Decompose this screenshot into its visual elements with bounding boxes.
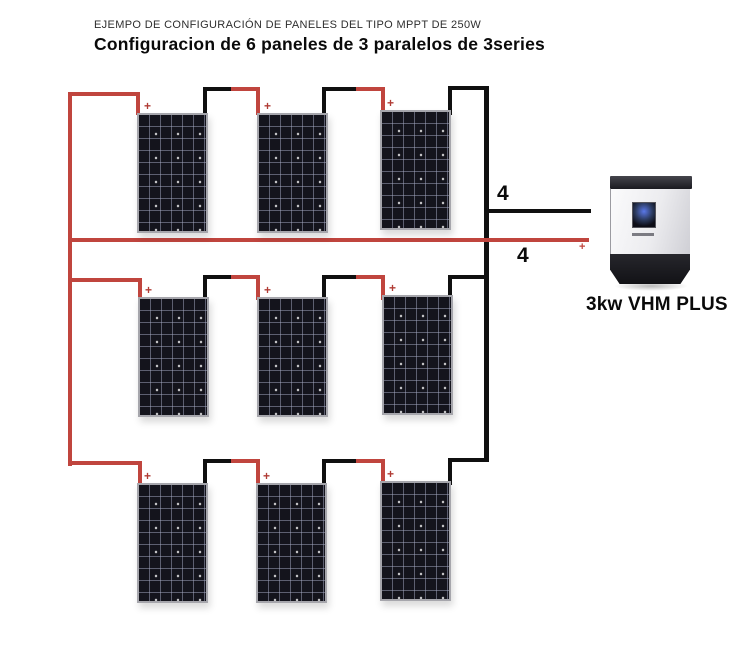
panel-positive-label: + bbox=[387, 96, 395, 110]
solar-panel-r3c1: + bbox=[137, 470, 208, 603]
panel-positive-label: + bbox=[263, 469, 271, 483]
solar-panel-r1c2: + bbox=[257, 100, 328, 233]
inverter-shadow bbox=[614, 281, 688, 291]
solar-panel-r3c2: + bbox=[256, 470, 327, 603]
panel-positive-label: + bbox=[264, 99, 272, 113]
panel-positive-label: + bbox=[145, 283, 153, 297]
panel-positive-label: + bbox=[389, 281, 397, 295]
inverter-caption: 3kw VHM PLUS bbox=[586, 294, 728, 315]
inverter-button-slot bbox=[632, 233, 654, 236]
row2-panel3-black-v bbox=[448, 275, 452, 299]
negative-bus-vertical bbox=[484, 86, 489, 462]
solar-panel-r3c3: + bbox=[380, 468, 451, 601]
negative-feed-to-inverter bbox=[484, 209, 591, 213]
row3-link1-red-v bbox=[256, 459, 260, 485]
row1-link1-red-h bbox=[231, 87, 260, 91]
row2-link2-black-h bbox=[322, 275, 359, 279]
positive-terminal-label: + bbox=[579, 241, 586, 253]
solar-panel-r1c1: + bbox=[137, 100, 208, 233]
row1-link1-black-v bbox=[203, 87, 207, 115]
solar-panel-r2c3: + bbox=[382, 282, 453, 415]
row1-panel3-black-v bbox=[448, 86, 452, 115]
row2-branch-red-v bbox=[138, 278, 142, 300]
row1-branch-red-v bbox=[136, 92, 140, 115]
inverter-top-cap bbox=[610, 176, 692, 189]
diagram-title: Configuracion de 6 paneles de 3 paralelo… bbox=[94, 34, 545, 54]
solar-panel-r1c3: + bbox=[380, 97, 451, 230]
row3-link1-red-h bbox=[231, 459, 260, 463]
row3-branch-red-h bbox=[68, 461, 142, 465]
panel-positive-label: + bbox=[387, 467, 395, 481]
row3-link2-red-h bbox=[356, 459, 385, 463]
row3-link2-black-h bbox=[322, 459, 359, 463]
row2-link1-red-v bbox=[256, 275, 260, 300]
row2-link1-black-h bbox=[203, 275, 234, 279]
row1-panel3-black-h bbox=[448, 86, 489, 90]
row1-link1-red-v bbox=[256, 87, 260, 115]
panel-positive-label: + bbox=[264, 283, 272, 297]
row2-panel3-black-h bbox=[448, 275, 489, 279]
row2-link2-black-v bbox=[322, 275, 326, 299]
row2-link2-red-h bbox=[356, 275, 385, 279]
row1-link1-black-h bbox=[203, 87, 234, 91]
row1-link2-red-h bbox=[356, 87, 385, 91]
row1-link2-black-v bbox=[322, 87, 326, 115]
inverter-vent-base bbox=[610, 254, 690, 284]
negative-wire-count-label: 4 bbox=[497, 182, 509, 205]
row2-link1-black-v bbox=[203, 275, 207, 299]
inverter-unit bbox=[610, 176, 692, 291]
row1-link2-black-h bbox=[322, 87, 359, 91]
solar-panel-r2c1: + bbox=[138, 284, 209, 417]
diagram-subtitle: EJEMPO DE CONFIGURACIÓN DE PANELES DEL T… bbox=[94, 19, 482, 31]
panel-positive-label: + bbox=[144, 99, 152, 113]
row2-branch-red-h bbox=[68, 278, 142, 282]
row2-link2-red-v bbox=[381, 275, 385, 300]
row2-link1-red-h bbox=[231, 275, 260, 279]
solar-panel-r2c2: + bbox=[257, 284, 328, 417]
inverter-display-icon bbox=[632, 202, 656, 228]
row3-panel3-black-h bbox=[448, 458, 489, 462]
row3-branch-red-v bbox=[138, 461, 142, 485]
row3-panel3-black-v bbox=[448, 458, 452, 485]
row3-link1-black-h bbox=[203, 459, 234, 463]
inverter-front-panel bbox=[610, 189, 690, 254]
row3-link1-black-v bbox=[203, 459, 207, 485]
positive-feed-to-inverter bbox=[68, 238, 589, 242]
row3-link2-red-v bbox=[381, 459, 385, 485]
row1-link2-red-v bbox=[381, 87, 385, 115]
positive-wire-count-label: 4 bbox=[517, 244, 529, 267]
panel-positive-label: + bbox=[144, 469, 152, 483]
row1-branch-red-h bbox=[68, 92, 140, 96]
row3-link2-black-v bbox=[322, 459, 326, 485]
